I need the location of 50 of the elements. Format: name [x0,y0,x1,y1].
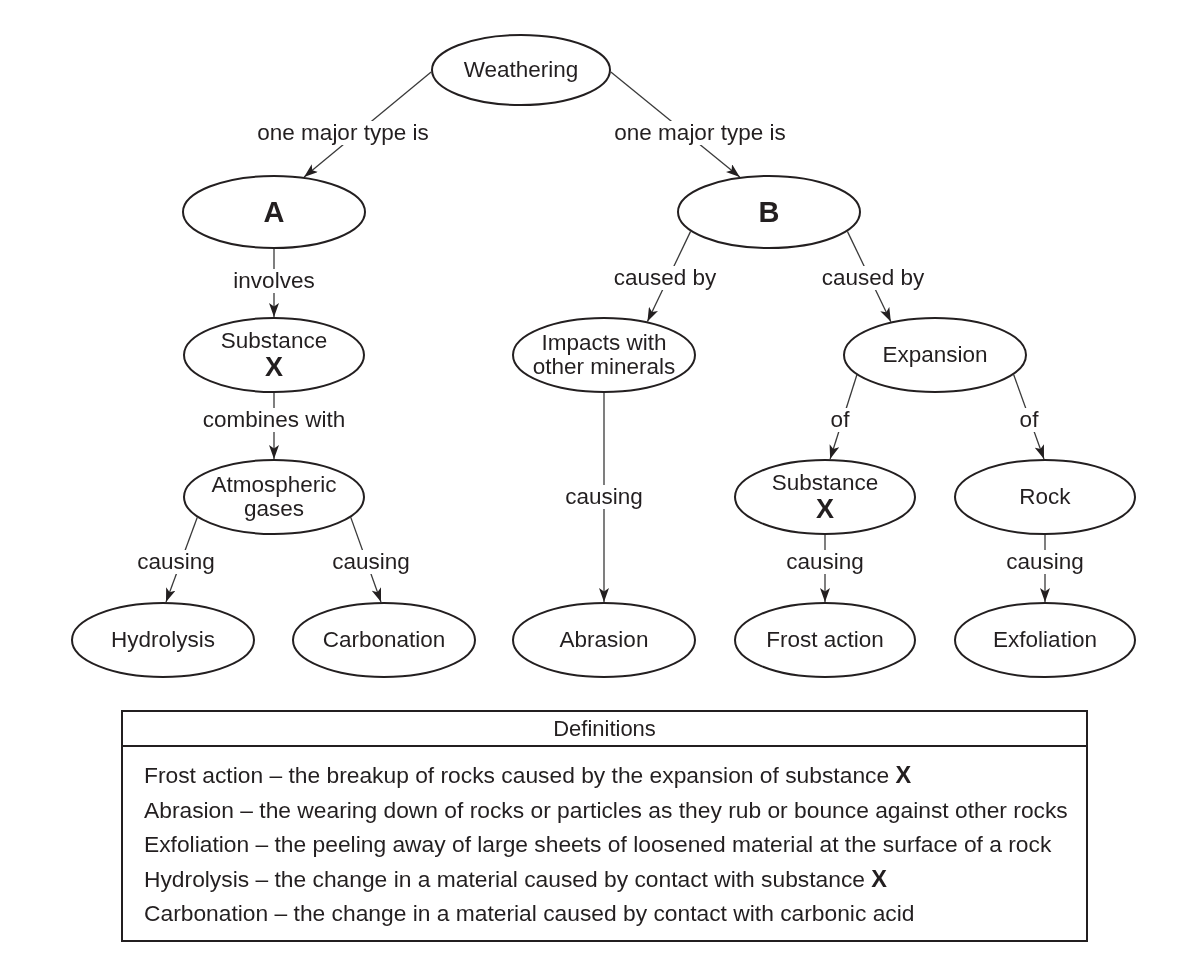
concept-label: B [758,196,780,228]
concept-ellipse [512,602,696,678]
definition-text: Carbonation – the change in a material caused by contact with carbonic acid [144,899,915,928]
concept-label: Impacts with other minerals [531,331,677,379]
concept-ellipse [954,602,1136,678]
edge-label: caused by [611,266,719,290]
arrow [829,374,858,460]
concept-ellipse [954,459,1136,535]
concept-label: Exfoliation [993,628,1097,652]
edge-label: of [828,408,852,432]
concept-ellipse [677,175,861,249]
concept-label: Atmospheric gases [210,473,338,521]
concept-label: Hydrolysis [111,628,215,652]
edge-label: one major type is [612,121,788,145]
edge-label: caused by [819,266,927,290]
concept-ellipse [843,317,1027,393]
concept-ellipse [734,602,916,678]
concept-ellipse [292,602,476,678]
concept-label: Expansion [882,343,988,367]
definition-text: Hydrolysis – the change in a material caused by contact with substance X [144,864,888,894]
arrow [1013,374,1045,460]
definition-text: Exfoliation – the peeling away of large sheets of loosened material at the surface of a rock [144,830,1052,859]
concept-ellipse [183,317,365,393]
concept-ellipse [512,317,696,393]
concept-ellipse [431,34,611,106]
arrow [599,392,609,603]
concept-label: A [263,196,285,228]
concept-label: Rock [1019,485,1071,509]
edge-label: causing [1004,550,1086,574]
concept-ellipse [71,602,255,678]
concept-ellipse [182,175,366,249]
concept-ellipse [183,459,365,535]
concept-label: Substance X [771,471,879,523]
edge-label: one major type is [255,121,431,145]
definitions-box [121,710,1088,942]
edge-label: causing [784,550,866,574]
definition-text: Frost action – the breakup of rocks caused by the expansion of substance X [144,761,912,790]
concept-ellipse [734,459,916,535]
definition-text: Abrasion – the wearing down of rocks or particles as they rub or bounce against other rocks [144,795,1068,825]
definitions-heading: Definitions [123,712,1086,747]
edge-label: causing [330,550,412,574]
edge-label: of [1017,408,1041,432]
edge-label: involves [231,269,317,293]
edge-label: causing [563,485,645,509]
concept-label: Carbonation [322,628,446,652]
concept-label: Substance X [220,329,328,381]
edge-label: causing [135,550,217,574]
concept-label: Abrasion [559,628,649,652]
concept-label: Frost action [766,628,884,652]
concept-label: Weathering [463,58,579,82]
